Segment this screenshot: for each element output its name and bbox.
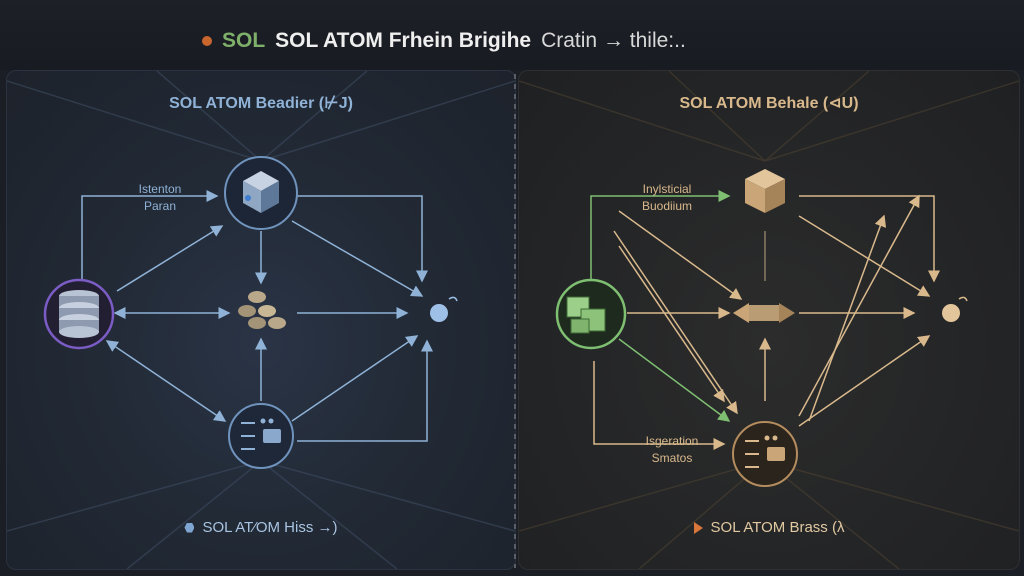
right-label-top-line2: Buodiium xyxy=(641,199,693,213)
processor-node xyxy=(228,403,294,469)
left-label-top-line1: Istenton xyxy=(138,182,182,196)
panel-divider xyxy=(514,74,516,568)
right-label-top-line1: Inylsticial xyxy=(642,182,692,196)
left-panel: SOL ATOM Beadier (⊬J) Istenton Paran SOL… xyxy=(6,70,516,570)
play-icon xyxy=(693,521,703,534)
target-node xyxy=(430,296,458,322)
green-arrows xyxy=(590,190,731,422)
cluster-node xyxy=(238,291,286,329)
processor-node xyxy=(732,421,798,487)
right-panel: SOL ATOM Behale (⊲U) Inylsticial Buodiiu… xyxy=(518,70,1020,570)
right-diagram xyxy=(519,71,1019,569)
logo-text: SOL xyxy=(222,29,266,52)
connection-arrows xyxy=(81,190,433,442)
transfer-node xyxy=(733,303,795,323)
package-node xyxy=(555,278,627,350)
left-panel-title: SOL ATOM Beadier (⊬J) xyxy=(169,95,353,112)
left-label-top-line2: Paran xyxy=(143,199,177,213)
right-footer-text: SOL ATOM Brass (λ xyxy=(710,519,845,536)
left-footer-text: SOL AT⁄OM Hiss →) xyxy=(202,519,338,536)
left-diagram xyxy=(7,71,515,569)
record-icon xyxy=(202,36,212,46)
database-node xyxy=(43,278,115,350)
title-row: SOL SOL ATOM Frhein Brigihe Cratin → thi… xyxy=(202,26,686,56)
right-label-bottom-line1: Isgeration xyxy=(645,434,699,448)
target-node xyxy=(942,296,968,322)
title-bar: SOL SOL ATOM Frhein Brigihe Cratin → thi… xyxy=(0,0,1024,70)
right-label-bottom: Isgeration Smatos xyxy=(627,433,717,467)
left-panel-footer: SOL AT⁄OM Hiss →) xyxy=(7,519,515,536)
right-label-bottom-line2: Smatos xyxy=(651,451,693,465)
right-label-top: Inylsticial Buodiium xyxy=(617,181,717,215)
light-rays xyxy=(519,71,1019,569)
light-rays xyxy=(7,71,515,569)
right-panel-title: SOL ATOM Behale (⊲U) xyxy=(679,95,859,112)
cube-node xyxy=(224,156,298,230)
page-subtitle: Cratin → thile:.. xyxy=(541,29,686,52)
cube-node xyxy=(745,169,785,213)
page-title: SOL ATOM Frhein Brigihe xyxy=(275,29,532,52)
hexagon-icon xyxy=(184,522,195,533)
connection-arrows xyxy=(593,194,940,450)
left-label-top: Istenton Paran xyxy=(115,181,205,215)
right-panel-footer: SOL ATOM Brass (λ xyxy=(519,519,1019,536)
